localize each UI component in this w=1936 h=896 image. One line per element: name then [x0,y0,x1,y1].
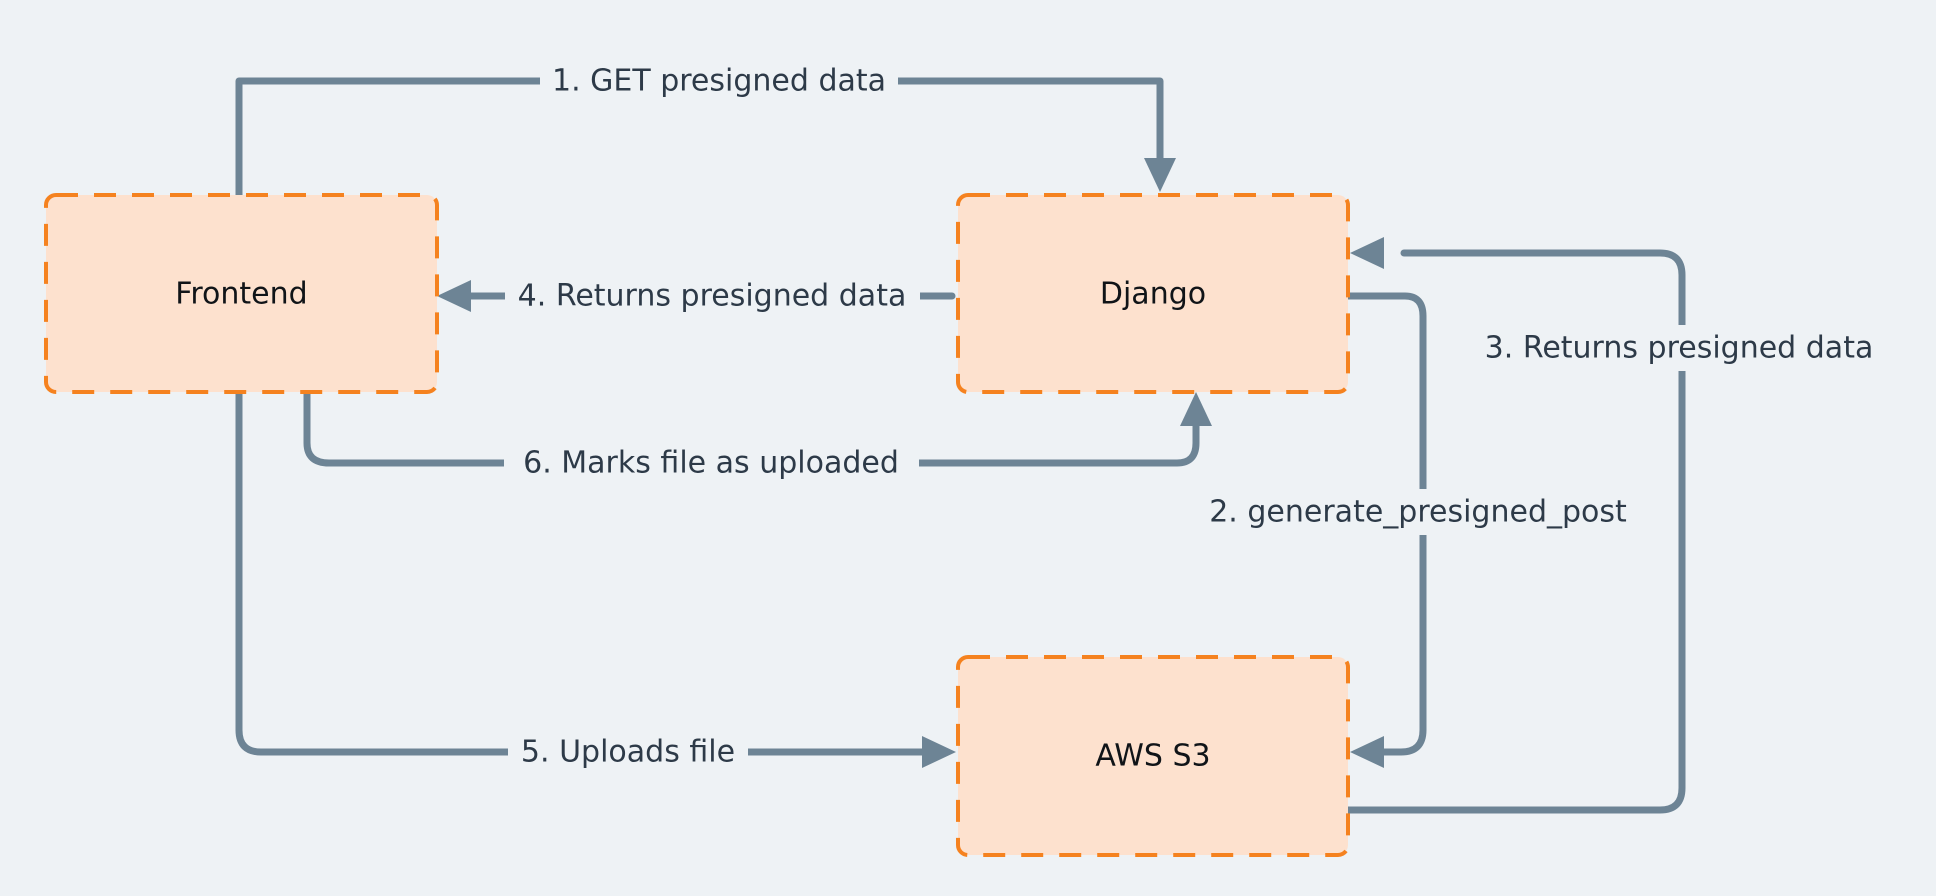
node-aws-s3-label: AWS S3 [1095,739,1210,774]
arrow-head-icon [1350,237,1384,269]
arrow-head-icon [1350,736,1384,768]
arrow-head-icon [1144,158,1176,192]
edge-label-3: 3. Returns presigned data [1476,325,1882,371]
arrow-head-icon [437,280,471,312]
node-frontend-label: Frontend [175,277,307,312]
edge-label-2-text: 2. generate_presigned_post [1209,495,1627,530]
edge-label-5: 5. Uploads file [508,729,748,775]
edge-label-6: 6. Marks file as uploaded [504,440,919,486]
edge-label-3-text: 3. Returns presigned data [1485,331,1874,366]
node-django[interactable]: Django [956,193,1350,394]
arrow-head-icon [922,736,956,768]
edge-3-returns-presigned-data [1344,237,1686,814]
edge-label-4: 4. Returns presigned data [505,273,920,319]
edge-label-1: 1. GET presigned data [540,58,898,104]
edge-label-2: 2. generate_presigned_post [1198,489,1638,535]
edge-5-uploads-file [235,388,956,768]
node-aws-s3[interactable]: AWS S3 [956,655,1350,857]
node-django-label: Django [1100,277,1206,312]
node-frontend[interactable]: Frontend [44,193,439,394]
edge-label-1-text: 1. GET presigned data [552,64,886,99]
edge-label-6-text: 6. Marks file as uploaded [523,446,899,481]
arrow-head-icon [1180,392,1212,426]
edge-label-5-text: 5. Uploads file [521,735,735,770]
edge-label-4-text: 4. Returns presigned data [518,279,907,314]
